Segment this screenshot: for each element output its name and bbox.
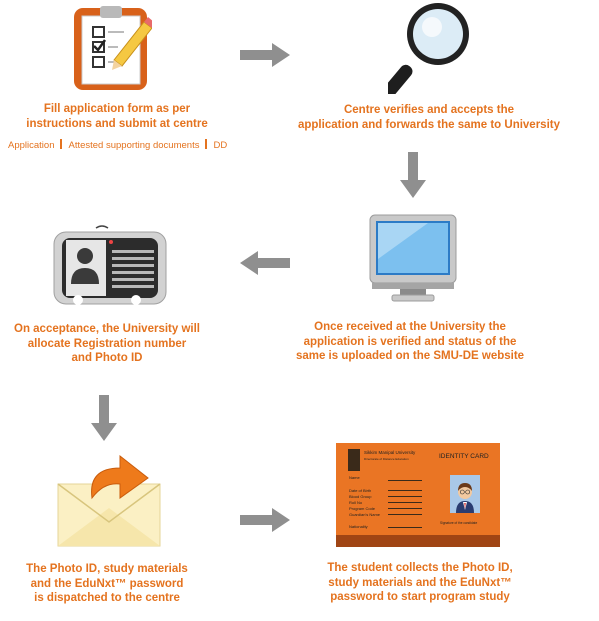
card-bottom-band [336, 535, 500, 547]
card-photo [450, 475, 480, 513]
arrow-down-icon [400, 150, 428, 205]
step-3-monitor-icon [368, 213, 460, 305]
card-title: IDENTITY CARD [439, 453, 489, 460]
card-field-name: Name [349, 475, 360, 480]
step-2-magnifier-icon [384, 0, 474, 96]
document-attested: Attested supporting documents [68, 140, 200, 151]
card-university-subtitle: Directorate of Distance Education [364, 457, 409, 461]
card-field-blood-group: Blood Group [349, 494, 372, 499]
step-3-caption: Once received at the University the appl… [295, 321, 525, 362]
arrow-down-icon [91, 393, 119, 448]
document-application: Application [8, 140, 55, 151]
arrow-right-icon [238, 507, 292, 538]
step-4-caption: On acceptance, the University will alloc… [14, 323, 200, 364]
step-5-envelope-icon [56, 452, 162, 548]
document-dd: DD [213, 140, 228, 151]
card-field-program-code: Program Code [349, 506, 376, 511]
step-1-clipboard-icon [72, 4, 154, 92]
step-6-caption: The student collects the Photo ID, study… [327, 562, 513, 603]
step-6-identity-card: Sikkim Manipal University Directorate of… [336, 443, 500, 547]
card-signature-label: Signature of the candidate [440, 521, 478, 525]
step-4-id-badge-icon [52, 222, 168, 308]
step-1-caption: Fill application form as per instruction… [26, 103, 208, 130]
card-field-nationality: Nationality [349, 524, 368, 529]
step-2-caption: Centre verifies and accepts the applicat… [297, 104, 560, 131]
arrow-left-icon [238, 250, 292, 281]
step-5-caption: The Photo ID, study materials and the Ed… [26, 563, 188, 604]
university-logo-icon [348, 449, 360, 471]
card-university-name: Sikkim Manipal University [364, 450, 416, 455]
card-field-dob: Date of Birth [349, 488, 372, 493]
card-field-roll-no: Roll No [349, 500, 363, 505]
card-field-guardian: Guardian's Name [349, 512, 380, 517]
arrow-right-icon [238, 42, 292, 73]
required-documents: Application Attested supporting documents… [8, 139, 227, 151]
